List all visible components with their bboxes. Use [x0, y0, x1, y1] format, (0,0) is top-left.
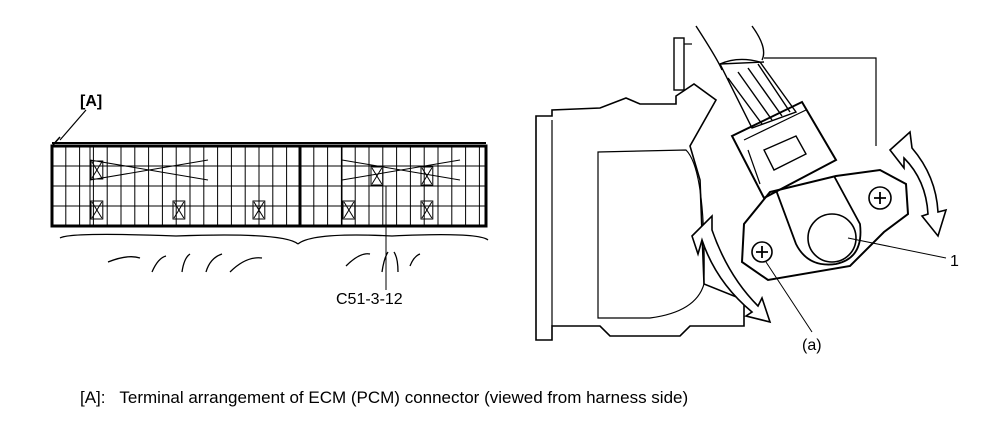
sensor-harness — [719, 58, 798, 129]
adjust-arrow-left — [691, 214, 772, 324]
caption-prefix: [A]: — [80, 388, 106, 407]
sensor-figure — [535, 25, 948, 341]
throttle-position-sensor — [740, 168, 910, 282]
callout-a-label: (a) — [802, 337, 822, 354]
sensor-connector — [730, 100, 838, 200]
sensor-boss — [807, 213, 857, 263]
connector-code-label: C51-3-12 — [336, 291, 403, 308]
harness-wires — [107, 251, 421, 273]
terminal-grid — [51, 146, 486, 226]
figure-caption: [A]: Terminal arrangement of ECM (PCM) c… — [80, 388, 688, 408]
connector-marker-label: [A] — [80, 93, 102, 110]
adjust-arrow-right — [888, 130, 948, 238]
unused-terminal-marks — [90, 160, 434, 220]
callout-1-label: 1 — [950, 253, 959, 270]
screw-right — [868, 186, 892, 210]
caption-text: Terminal arrangement of ECM (PCM) connec… — [119, 388, 689, 407]
throttle-body — [535, 83, 745, 341]
screw-left — [751, 241, 773, 263]
ecm-connector-figure — [50, 136, 489, 290]
